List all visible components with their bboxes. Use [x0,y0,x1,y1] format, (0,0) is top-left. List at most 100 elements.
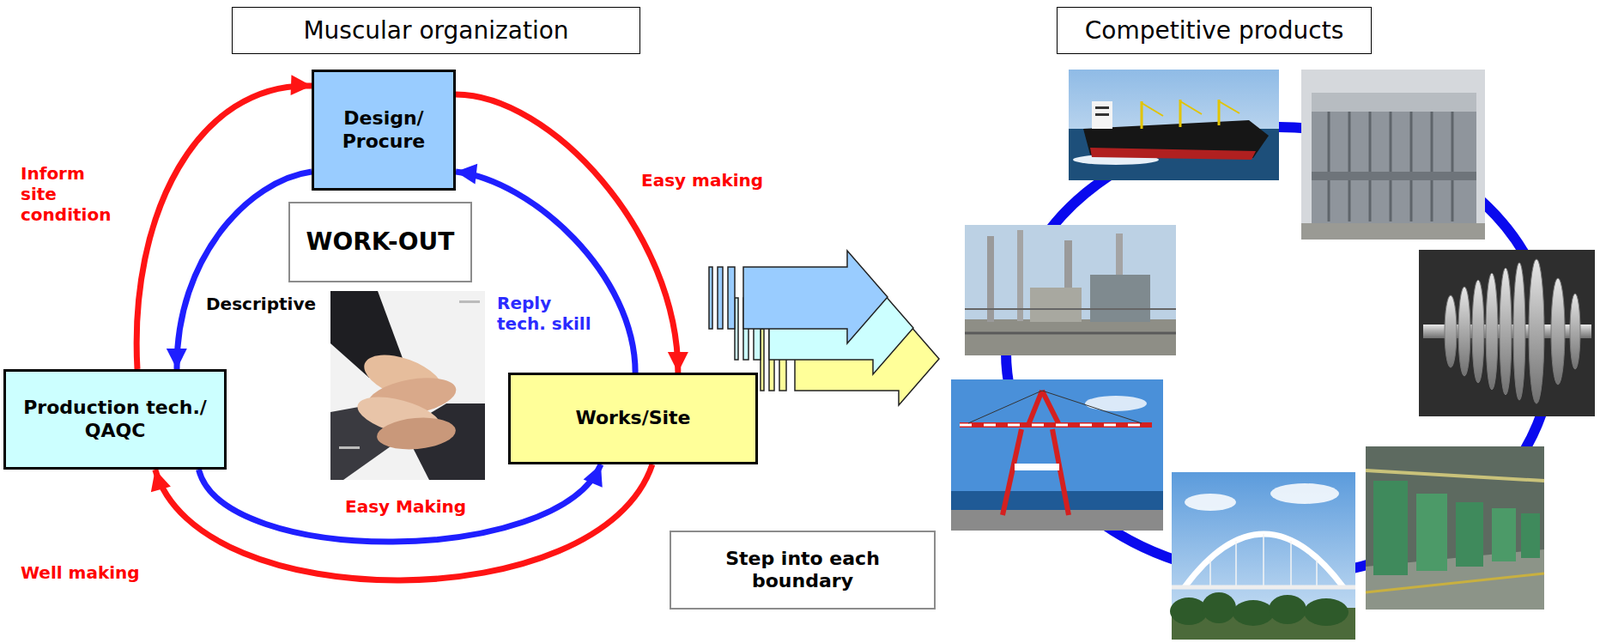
handshake-photo-part [459,300,480,304]
engine-photo-part-part [1327,111,1331,222]
ship-photo-part [1180,101,1202,115]
ship-photo-part [1218,99,1221,126]
rotor-photo-part-part [1528,259,1545,404]
flow-connector [199,464,603,542]
box-label: Step into each boundary [690,547,915,594]
arrow-head [667,351,689,373]
crane-photo-part-part [968,390,1043,424]
box-label: Production tech./ QAQC [14,396,216,443]
ship-photo-part [1068,69,1279,181]
flow-connector [455,163,636,373]
engine-photo-part [1311,171,1477,181]
rotor-photo-part-part [1499,267,1512,395]
ship-photo-part [1141,103,1164,116]
engine-photo-part-part [1451,111,1455,222]
engine-photo-part-part [1430,111,1434,222]
bridge-photo-part-part [1315,559,1318,588]
engine-photo-part [1311,92,1477,112]
ship-photo-part [1218,101,1240,114]
heading-box: Muscular organization [231,6,641,55]
ship-photo-part [1090,147,1256,160]
edge-label: Easy making [639,169,765,191]
box-label: WORK-OUT [306,227,455,257]
plant-photo-part [1030,287,1082,322]
box-label: Works/Site [575,406,691,430]
plant-photo-part [1017,230,1024,322]
arrow-head [583,464,603,488]
bridge-photo-part-part [1169,597,1208,625]
flow-arrow [709,250,888,344]
bridge-photo-part-part [1268,594,1307,625]
ship-photo-part [1140,101,1144,129]
ship-photo-part [1095,106,1110,110]
bridge-photo [1169,472,1356,640]
connector-curve [455,94,679,373]
plant-hall-photo-part [1416,493,1448,571]
connector-curve [455,171,636,373]
bridge-photo-part [1184,533,1344,588]
crane-photo-part [951,509,1164,531]
engine-photo-part [1301,223,1485,240]
arrow-head [290,74,312,96]
bridge-photo-part-part [1235,540,1237,588]
process-box: Works/Site [508,372,758,465]
plant-hall-photo-part [1521,513,1540,558]
rotor-photo-part [1444,259,1581,404]
rotor-photo-part-part [1513,262,1526,400]
process-box: Production tech./ QAQC [3,369,227,470]
flow-arrow-part [743,250,888,344]
rotor-photo-part-part [1444,295,1457,368]
arrow-head [166,348,188,370]
handshake-photo-part [339,446,360,449]
connector-curve [136,85,312,370]
plant-hall-photo [1365,446,1545,610]
rotor-photo-part-part [1472,279,1485,383]
plant-photo-part [964,319,1176,356]
arrow-head [455,163,478,185]
engine-photo-part-part [1410,111,1413,222]
engine-photo-part [1301,69,1485,240]
flow-connector [151,464,653,581]
arrow-head [151,469,171,492]
plant-photo-part [964,332,1176,335]
ship-photo-part [1179,99,1182,128]
flow-arrow-part [727,266,735,329]
engine-photo-part [1328,111,1453,222]
edge-label: Well making [18,562,142,583]
rotor-photo-part-part [1485,272,1498,390]
flow-connector [455,94,689,373]
handshake-photo-part [330,290,485,480]
plant-photo [964,224,1176,356]
crane-photo-part [968,390,1142,424]
heading-box: Competitive products [1056,6,1372,55]
bridge-photo-part [1210,533,1317,588]
flow-connector [136,74,312,370]
bridge-photo-part [1171,585,1356,590]
rotor-photo-part-part [1458,286,1471,376]
rotor-photo-part-part [1551,278,1565,385]
bridge-photo-part [1184,493,1237,511]
process-box: Design/ Procure [311,69,456,191]
edge-label: Descriptive [204,293,318,315]
plant-hall-photo-part [1365,573,1545,593]
bridge-photo-part-part [1262,533,1265,588]
box-label: Design/ Procure [322,107,445,153]
flow-arrow-part [709,266,713,329]
note-box: Step into each boundary [669,530,936,610]
plant-hall-photo-part [1365,446,1545,610]
ship-photo [1068,69,1279,181]
plant-photo-part [1090,274,1151,322]
engine-photo [1301,69,1485,240]
engine-photo-part-part [1369,111,1372,222]
plant-hall-photo-part [1455,502,1484,567]
crane-photo-part-part [1042,390,1142,424]
crane-photo-part [951,490,1164,510]
bridge-photo-part-part [1201,592,1237,624]
engine-photo-part [1311,92,1477,224]
handshake-photo-part [375,414,458,453]
edge-label: Reply tech. skill [495,292,606,334]
rotor-photo-part [1418,249,1595,417]
plant-hall-photo-part [1491,508,1516,562]
crane-photo-part [1014,463,1060,471]
